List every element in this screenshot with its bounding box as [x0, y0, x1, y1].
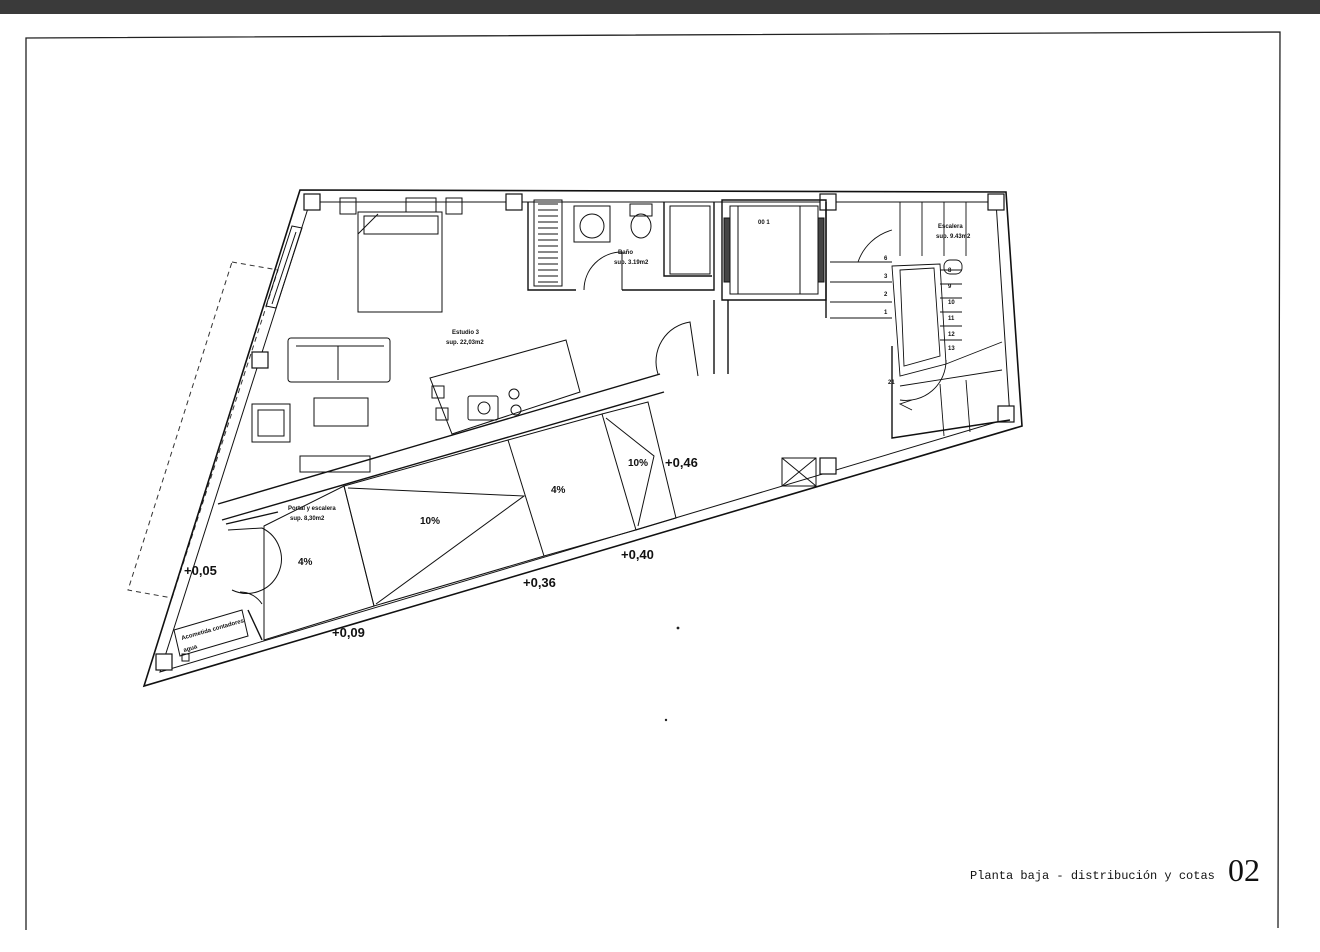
sheet-caption: Planta baja - distribución y cotas: [970, 869, 1215, 883]
step-number: 9: [948, 284, 952, 290]
scan-dot: [676, 626, 680, 630]
acometida-label-2: agua: [183, 644, 199, 654]
step-number: 13: [948, 346, 955, 352]
slope-label: 4%: [551, 485, 566, 496]
step-number: 10: [948, 300, 955, 306]
kitchen-counter: [429, 339, 581, 435]
staircase: [830, 202, 1003, 437]
level-mark: +0,09: [332, 625, 365, 640]
level-mark: +0,40: [621, 547, 654, 562]
level-mark: +0,36: [523, 575, 556, 590]
left-window: [265, 225, 303, 309]
room-estudio-name: Estudio 3: [452, 330, 480, 336]
slope-label: 4%: [298, 557, 313, 568]
step-number: 3: [884, 274, 888, 280]
scan-dot: [664, 718, 668, 722]
living-furniture: [251, 337, 391, 473]
elevator-label: 00 1: [758, 220, 770, 226]
room-bano-name: Baño: [618, 250, 633, 256]
step-number: 11: [948, 316, 955, 322]
room-portal-area: sup. 8,30m2: [290, 516, 325, 522]
partitions: [217, 199, 1011, 641]
level-mark: +0,46: [665, 455, 698, 470]
ramps: [263, 401, 677, 641]
step-number: 21: [888, 380, 895, 386]
room-escalera-area: sup. 9.43m2: [936, 234, 971, 240]
slope-label: 10%: [628, 458, 648, 469]
elevator-cabin: [723, 205, 825, 295]
outer-walls: [142, 189, 1023, 688]
bed: [339, 197, 463, 313]
doors: [227, 251, 699, 605]
columns: [155, 193, 1015, 671]
top-bar: [0, 0, 1320, 14]
level-mark: +0,05: [184, 563, 217, 578]
water-meter-box: [173, 609, 249, 662]
sheet-number: 02: [1228, 852, 1260, 888]
step-number: 2: [884, 292, 888, 298]
slope-label: 10%: [420, 516, 440, 527]
sheet-frame: [25, 31, 1281, 930]
step-number: 8: [948, 268, 952, 274]
step-number: 1: [884, 310, 888, 316]
room-estudio-area: sup. 22,03m2: [446, 340, 484, 346]
step-number: 12: [948, 332, 955, 338]
acometida-label-1: Acometida contadores: [181, 618, 245, 642]
bathroom-fixtures: [533, 199, 711, 287]
stair-step-numbers: 6 3 2 1 8 9 10 11 12 13 21: [884, 256, 955, 386]
service-shaft: [781, 457, 817, 487]
room-escalera-name: Escalera: [938, 224, 963, 230]
room-portal-name: Portal y escalera: [288, 506, 336, 512]
room-bano-area: sup. 3.19m2: [614, 260, 649, 266]
step-number: 6: [884, 256, 888, 262]
dashed-projection: [127, 261, 279, 599]
